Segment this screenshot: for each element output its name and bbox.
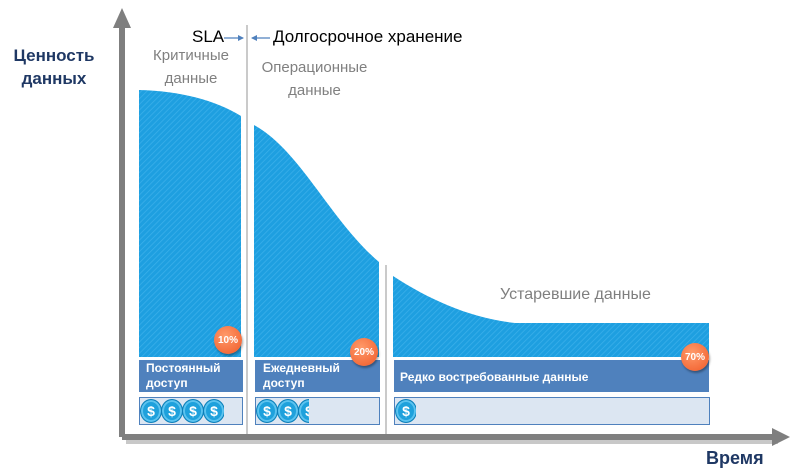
sla-label: SLA <box>192 27 225 46</box>
dollar-coin-icon: $ <box>182 399 204 423</box>
dollar-coin-icon: $ <box>298 399 309 423</box>
dollar-coin-icon: $ <box>140 399 162 423</box>
access-bar-critical <box>139 360 243 392</box>
percent-badge-obsolete: 70% <box>681 343 709 371</box>
x-axis-label: Время <box>706 448 764 468</box>
area-critical <box>139 90 241 357</box>
area-operational <box>254 125 379 357</box>
dollar-coin-icon: $ <box>256 399 278 423</box>
dollar-coin-icon: $ <box>161 399 183 423</box>
access-label-operational: Ежедневный доступ <box>263 361 340 390</box>
cost-coins: $ <box>395 399 416 423</box>
area-obsolete <box>393 276 709 357</box>
access-label-obsolete: Редко востребованные данные <box>400 370 589 384</box>
dollar-coin-icon: $ <box>203 399 224 423</box>
segment-title-obsolete: Устаревшие данные <box>500 286 651 303</box>
x-axis-arrow-icon <box>772 428 790 446</box>
y-axis-label: Ценность данных <box>13 46 95 88</box>
access-label-critical: Постоянный доступ <box>146 361 221 390</box>
cost-bar-obsolete <box>394 397 710 425</box>
cost-coins: $$$$ <box>140 399 224 423</box>
y-axis-arrow-icon <box>113 8 131 28</box>
dollar-coin-icon: $ <box>277 399 299 423</box>
cost-coins: $$$ <box>256 399 309 423</box>
long-term-label: Долгосрочное хранение <box>273 27 463 46</box>
percent-badge-operational: 20% <box>350 338 378 366</box>
dollar-coin-icon: $ <box>395 399 416 423</box>
percent-badge-critical: 10% <box>214 326 242 354</box>
segment-title-critical: Критичные данные <box>153 47 229 87</box>
segment-title-operational: Операционные данные <box>261 59 368 99</box>
access-bar-obsolete <box>394 360 709 392</box>
